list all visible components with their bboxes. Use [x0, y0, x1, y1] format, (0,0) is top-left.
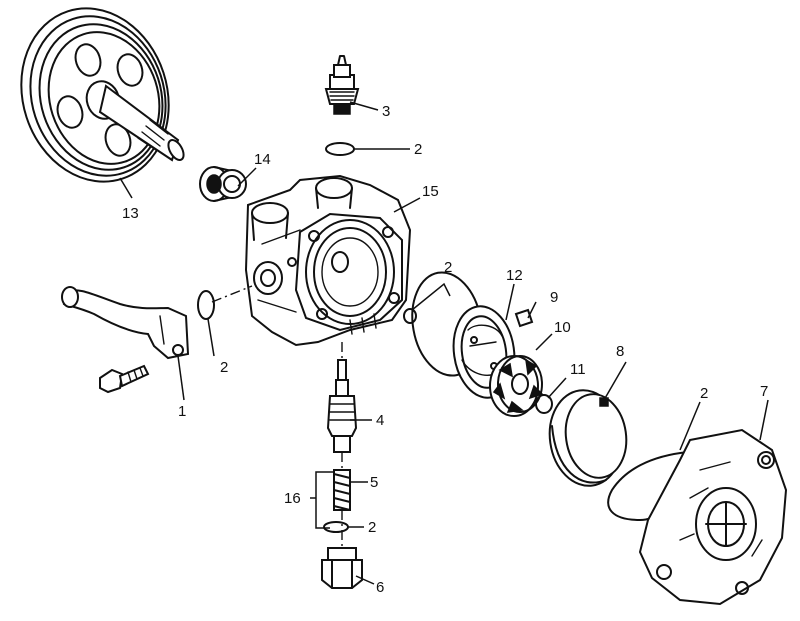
callout-6: 6	[376, 579, 384, 596]
o-ring-small-mid	[403, 308, 417, 324]
callout-2-bottom: 2	[368, 519, 376, 536]
callout-15: 15	[422, 183, 439, 200]
assembly-axis-left	[211, 285, 253, 303]
bolt-part	[99, 364, 150, 394]
leader-lines	[119, 101, 769, 585]
callout-16: 16	[284, 490, 301, 507]
callout-10: 10	[554, 319, 571, 336]
pulley-part	[20, 7, 185, 183]
callout-1: 1	[178, 403, 186, 420]
plug-part	[321, 547, 363, 589]
callout-13: 13	[122, 205, 139, 222]
callout-12: 12	[506, 267, 523, 284]
callout-8: 8	[616, 343, 624, 360]
callout-2-left: 2	[220, 359, 228, 376]
spring-part	[333, 469, 351, 511]
callout-14: 14	[254, 151, 271, 168]
rear-cover-part	[638, 428, 788, 606]
rotor-part	[489, 355, 544, 417]
callout-4: 4	[376, 412, 384, 429]
callout-11: 11	[570, 361, 586, 378]
callout-2-right: 2	[700, 385, 708, 402]
bearing-part	[199, 166, 247, 202]
callout-7: 7	[760, 383, 768, 400]
flow-valve-part	[326, 359, 358, 453]
callout-2-top: 2	[414, 141, 422, 158]
pressure-switch-part	[324, 55, 360, 115]
callout-2-mid: 2	[444, 259, 452, 276]
callout-5: 5	[370, 474, 378, 491]
pump-body-part	[244, 174, 412, 347]
vane-part	[514, 308, 534, 328]
o-ring-top	[325, 142, 355, 156]
o-ring-left	[197, 290, 215, 320]
callout-9: 9	[550, 289, 558, 306]
callout-3: 3	[382, 103, 390, 120]
inlet-pipe-part	[61, 286, 190, 360]
cam-ring-part	[548, 389, 628, 487]
o-ring-valve	[323, 521, 349, 533]
